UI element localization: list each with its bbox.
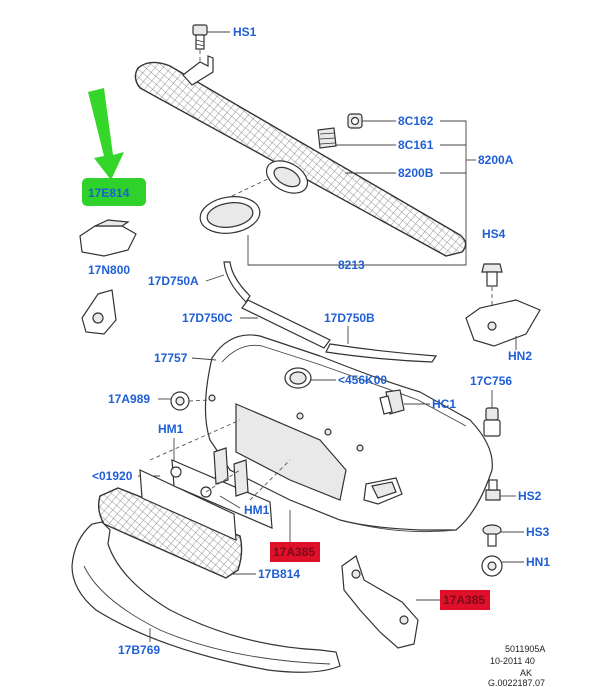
label-8213: 8213: [338, 258, 365, 272]
highlight-17a385-1: [270, 542, 320, 562]
label-456k00: <456K00: [338, 373, 387, 387]
label-17d750b: 17D750B: [324, 311, 375, 325]
green-arrow-indicator: [88, 88, 124, 180]
highlight-17a385-2: [440, 590, 490, 610]
label-17a385-1: 17A385: [273, 545, 315, 559]
label-17d750a: 17D750A: [148, 274, 199, 288]
label-17757: 17757: [154, 351, 188, 365]
plug-17a989: [170, 391, 190, 411]
ref-line-2: 10-2011 40: [490, 656, 535, 666]
upper-grille-8200a: [134, 55, 467, 257]
label-hc1: HC1: [432, 397, 456, 411]
bracket-17e814: [79, 219, 137, 257]
screw-hs2: [485, 479, 501, 501]
highlight-17e814: [82, 178, 146, 206]
screw-hs3: [482, 524, 502, 547]
label-17d750c: 17D750C: [182, 311, 233, 325]
label-hs4: HS4: [482, 227, 506, 241]
ref-line-3: AK: [520, 668, 532, 678]
label-8c161: 8C161: [398, 138, 434, 152]
lower-grille-17b814: [97, 487, 243, 579]
side-bracket-17a385: [341, 555, 419, 649]
clip-17c756: [483, 407, 501, 437]
bracket-hn2: [465, 299, 541, 347]
screw-hs4: [481, 263, 503, 287]
label-hn1: HN1: [526, 555, 550, 569]
screw-hs1: [192, 24, 208, 50]
lower-spoiler-17b769: [71, 521, 341, 673]
label-17n800: 17N800: [88, 263, 130, 277]
label-17b814: 17B814: [258, 567, 300, 581]
clip-8c161: [317, 127, 337, 149]
bracket-17n800: [81, 289, 117, 335]
clip-hc1: [379, 389, 405, 415]
center-bracket: [170, 447, 249, 498]
strip-17d750b: [325, 343, 438, 363]
label-17e814: 17E814: [88, 186, 130, 200]
label-hs3: HS3: [526, 525, 550, 539]
label-8200b: 8200B: [398, 166, 434, 180]
label-17b769: 17B769: [118, 643, 160, 657]
label-hm1-bottom: HM1: [244, 503, 270, 517]
label-8c162: 8C162: [398, 114, 434, 128]
bumper-cover-17757: [204, 334, 493, 533]
label-8200a: 8200A: [478, 153, 514, 167]
label-17a989: 17A989: [108, 392, 150, 406]
strip-17d750c: [241, 299, 331, 349]
label-hn2: HN2: [508, 349, 532, 363]
label-17c756: 17C756: [470, 374, 512, 388]
label-hm1-top: HM1: [158, 422, 184, 436]
label-hs1: HS1: [233, 25, 257, 39]
ford-emblem-8213: [199, 196, 261, 234]
label-17a385-2: 17A385: [443, 593, 485, 607]
strip-17d750a: [223, 261, 251, 303]
label-01920: <01920: [92, 469, 133, 483]
clip-8c162: [347, 113, 363, 129]
ref-line-4: G.0022187.07: [488, 678, 545, 687]
label-hs2: HS2: [518, 489, 542, 503]
ref-line-1: 5011905A: [505, 644, 545, 654]
nut-hn1: [481, 555, 503, 577]
